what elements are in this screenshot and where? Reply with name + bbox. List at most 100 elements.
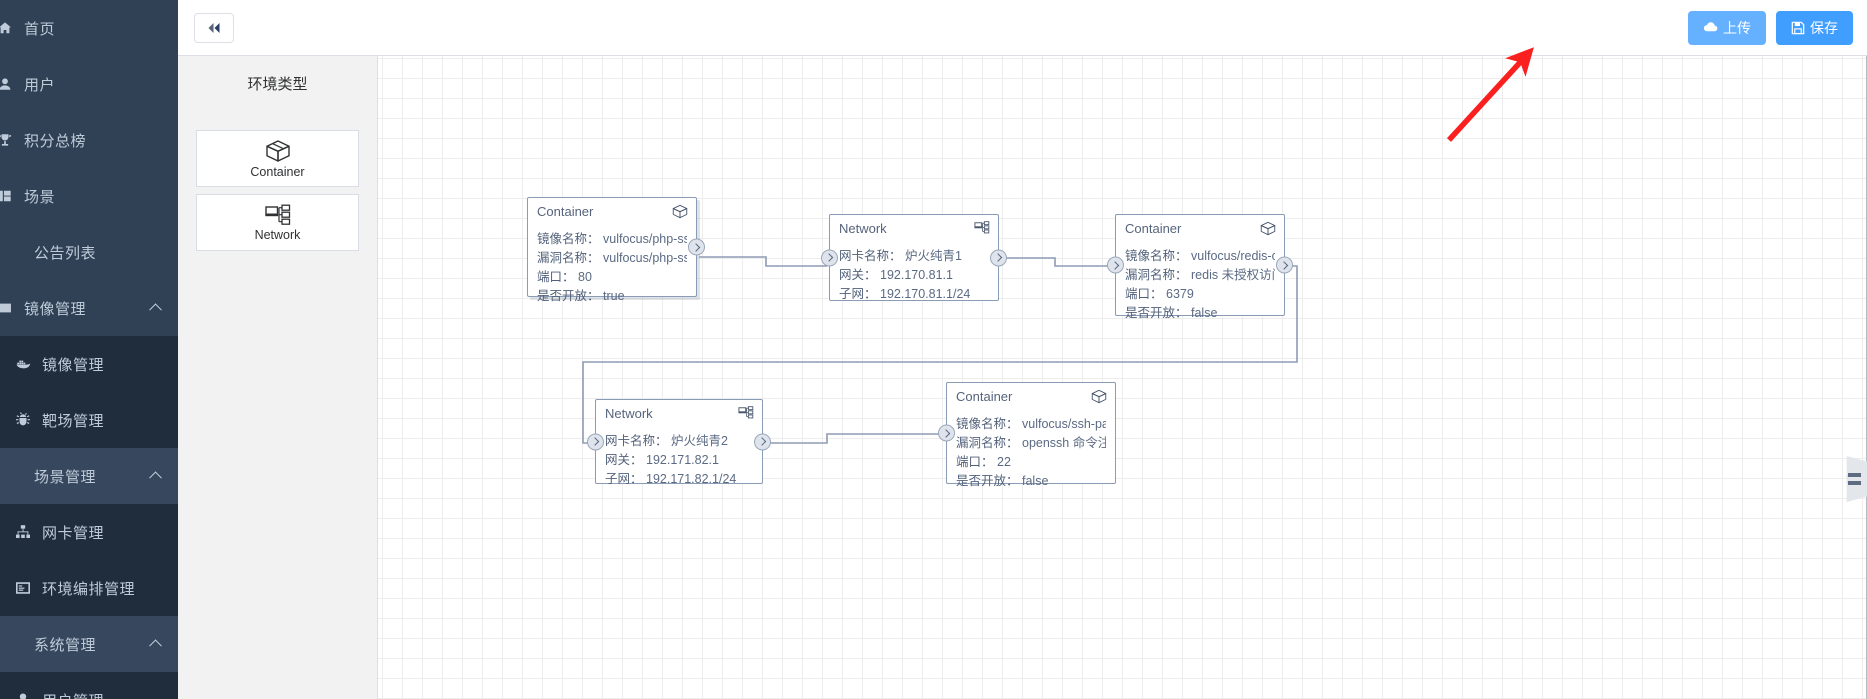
field-key: 端口： [1125, 287, 1163, 301]
sidebar-item-2[interactable]: 积分总榜 [0, 112, 178, 168]
flow-node-title: Container [1125, 221, 1182, 236]
terminal-icon [10, 580, 36, 596]
palette-item-label: Network [254, 227, 301, 242]
flow-node-title: Network [839, 221, 887, 236]
cloud-upload-icon [1703, 22, 1718, 32]
flow-port-right[interactable] [1276, 256, 1293, 274]
field-key: 镜像名称： [956, 417, 1019, 431]
field-key: 子网： [839, 287, 877, 301]
sidebar-item-0[interactable]: 首页 [0, 0, 178, 56]
field-key: 端口： [956, 455, 994, 469]
cube-icon [1091, 389, 1107, 407]
sidebar-item-label: 积分总榜 [24, 132, 87, 150]
sidebar-item-7[interactable]: 靶场管理 [0, 392, 178, 448]
sidebar-item-label: 系统管理 [34, 636, 97, 654]
sidebar-item-9[interactable]: 网卡管理 [0, 504, 178, 560]
network-icon [974, 221, 990, 237]
field-key: 网卡名称： [605, 434, 668, 448]
sidebar-item-10[interactable]: 环境编排管理 [0, 560, 178, 616]
toolbar: 上传 保存 [178, 0, 1867, 56]
field-key: 镜像名称： [537, 232, 600, 246]
home-icon [0, 22, 11, 34]
right-drawer-handle[interactable] [1846, 456, 1867, 502]
canvas-grid [378, 56, 1867, 699]
sidebar-item-5[interactable]: 镜像管理 [0, 280, 178, 336]
double-chevron-left-icon [208, 22, 219, 33]
bug-icon [10, 412, 36, 428]
user-icon [0, 78, 11, 90]
field-key: 端口： [537, 270, 575, 284]
sidebar-item-11[interactable]: 系统管理 [0, 616, 178, 672]
toolbar-actions: 上传 保存 [1688, 10, 1853, 45]
flow-port-right[interactable] [754, 433, 771, 450]
person-icon [10, 692, 36, 699]
sidebar-item-12[interactable]: 用户管理 [0, 672, 178, 699]
flow-node-container-redis[interactable]: Container 镜像名称： vulfocus/redis-cn… 漏洞名称： r… [1107, 214, 1293, 320]
floppy-disk-icon [1791, 21, 1805, 34]
cube-icon [672, 204, 688, 222]
sitemap-icon [16, 525, 30, 538]
flow-node-field: 镜像名称： vulfocus/ssh-pas… [956, 415, 1106, 434]
field-value: vulfocus/redis-cn… [1191, 249, 1275, 263]
field-key: 网关： [839, 268, 877, 282]
save-button[interactable]: 保存 [1776, 10, 1853, 45]
sidebar-item-4[interactable]: 公告列表 [0, 224, 178, 280]
sidebar-item-1[interactable]: 用户 [0, 56, 178, 112]
flow-node-field: 网卡名称： 炉火纯青1 [839, 247, 989, 266]
flow-node-fields: 镜像名称： vulfocus/redis-cn… 漏洞名称： redis 未授权访… [1116, 236, 1284, 331]
sidebar-collapse-button[interactable] [194, 12, 234, 43]
scene-icon [0, 189, 18, 203]
flow-node-fields: 镜像名称： vulfocus/ssh-pas…漏洞名称： openssh 命令注… [947, 404, 1115, 499]
flow-port-right[interactable] [990, 249, 1007, 266]
bug-icon [16, 412, 30, 426]
field-value: 192.171.82.1 [646, 453, 719, 467]
trophy-icon [0, 133, 18, 147]
flow-port-left[interactable] [1107, 256, 1124, 274]
drawer-bar [1847, 473, 1861, 477]
field-value: false [1022, 474, 1049, 488]
sitemap-icon [10, 524, 36, 540]
field-key: 子网： [605, 472, 643, 486]
sidebar-item-label: 场景管理 [34, 468, 97, 486]
flow-port-left[interactable] [821, 249, 838, 266]
sidebar-item-8[interactable]: 场景管理 [0, 448, 178, 504]
cube-icon [265, 139, 290, 162]
flow-node-field: 子网： 192.171.82.1/24 [605, 470, 753, 489]
palette-item-network[interactable]: Network [196, 194, 359, 251]
flow-node-field: 是否开放： false [1125, 304, 1275, 323]
sidebar-item-6[interactable]: 镜像管理 [0, 336, 178, 392]
flow-node-field: 是否开放： true [537, 287, 687, 306]
field-key: 镜像名称： [1125, 249, 1188, 263]
flow-port-right[interactable] [688, 238, 705, 256]
chevron-up-icon [149, 303, 162, 317]
field-key: 漏洞名称： [1125, 268, 1188, 282]
docker-icon [10, 356, 36, 372]
field-value: 192.170.81.1/24 [880, 287, 971, 301]
palette-item-label: Container [250, 164, 305, 179]
sidebar-item-3[interactable]: 场景 [0, 168, 178, 224]
field-value: 6379 [1166, 287, 1194, 301]
field-value: false [1191, 306, 1218, 320]
flow-node-field: 是否开放： false [956, 472, 1106, 491]
field-value: 192.170.81.1 [880, 268, 953, 282]
flow-node-field: 漏洞名称： openssh 命令注… [956, 434, 1106, 453]
palette-item-container[interactable]: Container [196, 130, 359, 187]
field-value: 192.171.82.1/24 [646, 472, 737, 486]
flow-port-left[interactable] [938, 424, 955, 442]
save-button-label: 保存 [1810, 19, 1838, 36]
flow-node-field: 漏洞名称： redis 未授权访问 … [1125, 266, 1275, 285]
upload-button[interactable]: 上传 [1688, 10, 1766, 45]
drawer-bar [1847, 481, 1861, 485]
sidebar-item-label: 首页 [24, 20, 56, 38]
docker-icon [16, 360, 31, 369]
field-value: 22 [997, 455, 1011, 469]
flow-port-left[interactable] [587, 433, 604, 450]
